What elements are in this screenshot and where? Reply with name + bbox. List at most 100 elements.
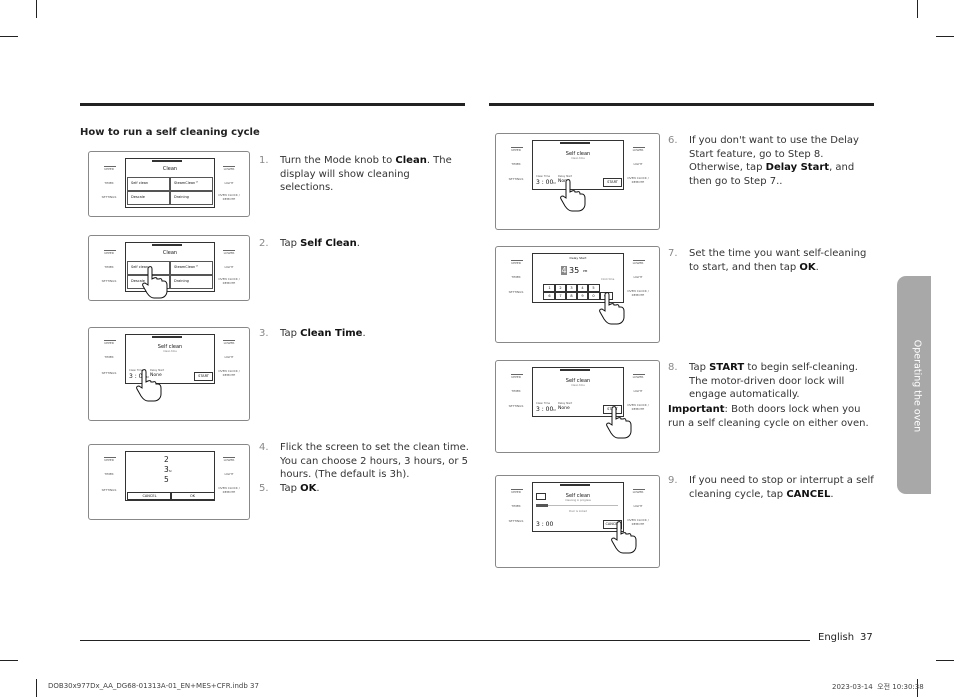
display-screen: Clean Self clean SteamClean™ Descale Dra… (125, 158, 215, 208)
screen-title: Clean (162, 250, 178, 256)
key-2[interactable]: 2 (554, 284, 567, 292)
oven-clock-button[interactable]: OVEN CLOCK / REMOTE (218, 277, 240, 285)
minute-field[interactable]: 35 (569, 266, 580, 275)
upper-button[interactable]: UPPER (104, 458, 114, 462)
lower-button[interactable]: LOWER (223, 251, 235, 255)
ampm-field[interactable]: PM (583, 269, 588, 273)
settings-button[interactable]: SETTINGS (101, 488, 117, 492)
crop-mark (36, 679, 37, 697)
delay-start-value[interactable]: None (150, 373, 162, 378)
upper-button[interactable]: UPPER (104, 251, 114, 255)
lower-button[interactable]: LOWER (632, 148, 644, 152)
lower-button[interactable]: LOWER (223, 167, 235, 171)
display-screen: 2 3hr 5 CANCEL OK (125, 451, 215, 501)
oven-clock-button[interactable]: OVEN CLOCK / REMOTE (627, 518, 649, 526)
delay-start-value[interactable]: None (558, 179, 570, 184)
time-option-5[interactable]: 5 (164, 475, 169, 484)
light-button[interactable]: LIGHT (224, 181, 234, 185)
lower-button[interactable]: LOWER (632, 375, 644, 379)
key-9[interactable]: 9 (576, 292, 589, 300)
timer-button[interactable]: TIMER (511, 275, 521, 279)
oven-clock-button[interactable]: OVEN CLOCK / REMOTE (218, 193, 240, 201)
hour-field[interactable]: 4 (561, 266, 567, 275)
timer-button[interactable]: TIMER (511, 504, 521, 508)
upper-button[interactable]: UPPER (511, 148, 521, 152)
lower-button[interactable]: LOWER (223, 341, 235, 345)
settings-button[interactable]: SETTINGS (101, 195, 117, 199)
draining-option[interactable]: Draining (170, 191, 213, 205)
oven-clock-button[interactable]: OVEN CLOCK / REMOTE (218, 486, 240, 494)
light-button[interactable]: LIGHT (633, 275, 643, 279)
light-button[interactable]: LIGHT (224, 355, 234, 359)
upper-button[interactable]: UPPER (104, 341, 114, 345)
settings-button[interactable]: SETTINGS (508, 290, 524, 294)
key-7[interactable]: 7 (554, 292, 567, 300)
key-6[interactable]: 6 (543, 292, 556, 300)
ok-button[interactable]: OK (170, 492, 215, 500)
upper-button[interactable]: UPPER (511, 375, 521, 379)
screen-subtitle: Cleaning in progress (565, 499, 591, 502)
upper-button[interactable]: UPPER (104, 167, 114, 171)
control-panel-step-6: UPPER TIMER SETTINGS LOWER LIGHT OVEN CL… (495, 133, 660, 230)
key-3[interactable]: 3 (565, 284, 578, 292)
timer-button[interactable]: TIMER (511, 162, 521, 166)
time-option-3[interactable]: 3hr (164, 465, 172, 474)
start-button[interactable]: START (603, 178, 622, 187)
timer-button[interactable]: TIMER (104, 181, 114, 185)
timer-button[interactable]: TIMER (104, 355, 114, 359)
settings-button[interactable]: SETTINGS (101, 371, 117, 375)
control-panel-step-1: UPPER TIMER SETTINGS LOWER LIGHT OVEN CL… (88, 151, 250, 217)
control-panel-step-4: UPPER TIMER SETTINGS LOWER LIGHT OVEN CL… (88, 444, 250, 520)
lower-button[interactable]: LOWER (632, 261, 644, 265)
draining-option[interactable]: Draining (170, 275, 213, 289)
light-button[interactable]: LIGHT (633, 162, 643, 166)
time-option-2[interactable]: 2 (164, 455, 169, 464)
oven-clock-button[interactable]: OVEN CLOCK / REMOTE (218, 369, 240, 377)
delay-start-label: Delay Start (150, 369, 165, 372)
key-4[interactable]: 4 (576, 284, 589, 292)
lower-button[interactable]: LOWER (223, 458, 235, 462)
crop-mark (936, 660, 954, 661)
crop-mark (917, 679, 918, 697)
oven-clock-button[interactable]: OVEN CLOCK / REMOTE (627, 403, 649, 411)
oven-clock-button[interactable]: OVEN CLOCK / REMOTE (627, 289, 649, 297)
light-button[interactable]: LIGHT (633, 504, 643, 508)
upper-button[interactable]: UPPER (511, 261, 521, 265)
crop-mark (917, 0, 918, 18)
clean-time-value[interactable]: 3 : 00hr (129, 373, 149, 380)
settings-button[interactable]: SETTINGS (508, 177, 524, 181)
clean-time-value[interactable]: 3 : 00hr (536, 406, 556, 413)
display-screen: Self clean Clean time Clean Time 3 : 00h… (125, 334, 215, 384)
clean-time-value: 3 : 00 (536, 521, 554, 528)
clean-time-value[interactable]: 3 : 00hr (536, 179, 556, 186)
key-5[interactable]: 5 (587, 284, 600, 292)
cancel-button[interactable]: CANCEL (127, 492, 172, 500)
descale-option[interactable]: Descale (127, 191, 170, 205)
key-8[interactable]: 8 (565, 292, 578, 300)
light-button[interactable]: LIGHT (224, 265, 234, 269)
self-clean-option[interactable]: Self clean (127, 177, 170, 191)
start-button[interactable]: START (194, 372, 213, 381)
oven-clock-button[interactable]: OVEN CLOCK / REMOTE (627, 176, 649, 184)
delay-start-value[interactable]: None (558, 406, 570, 411)
display-screen: Self clean Clean time Clean Time 3 : 00h… (532, 367, 624, 417)
settings-button[interactable]: SETTINGS (101, 279, 117, 283)
pointing-hand-icon (142, 266, 168, 299)
door-status: Door is locked (569, 510, 587, 513)
timer-button[interactable]: TIMER (104, 265, 114, 269)
lower-button[interactable]: LOWER (632, 490, 644, 494)
key-0[interactable]: 0 (587, 292, 600, 300)
light-button[interactable]: LIGHT (633, 389, 643, 393)
settings-button[interactable]: SETTINGS (508, 404, 524, 408)
timer-button[interactable]: TIMER (104, 472, 114, 476)
footer-rule (80, 640, 810, 641)
settings-button[interactable]: SETTINGS (508, 519, 524, 523)
light-button[interactable]: LIGHT (224, 472, 234, 476)
key-1[interactable]: 1 (543, 284, 556, 292)
upper-button[interactable]: UPPER (511, 490, 521, 494)
crop-mark (0, 36, 18, 37)
timer-button[interactable]: TIMER (511, 389, 521, 393)
control-panel-step-2: UPPER TIMER SETTINGS LOWER LIGHT OVEN CL… (88, 235, 250, 301)
steamclean-option[interactable]: SteamClean™ (170, 261, 213, 275)
steamclean-option[interactable]: SteamClean™ (170, 177, 213, 191)
